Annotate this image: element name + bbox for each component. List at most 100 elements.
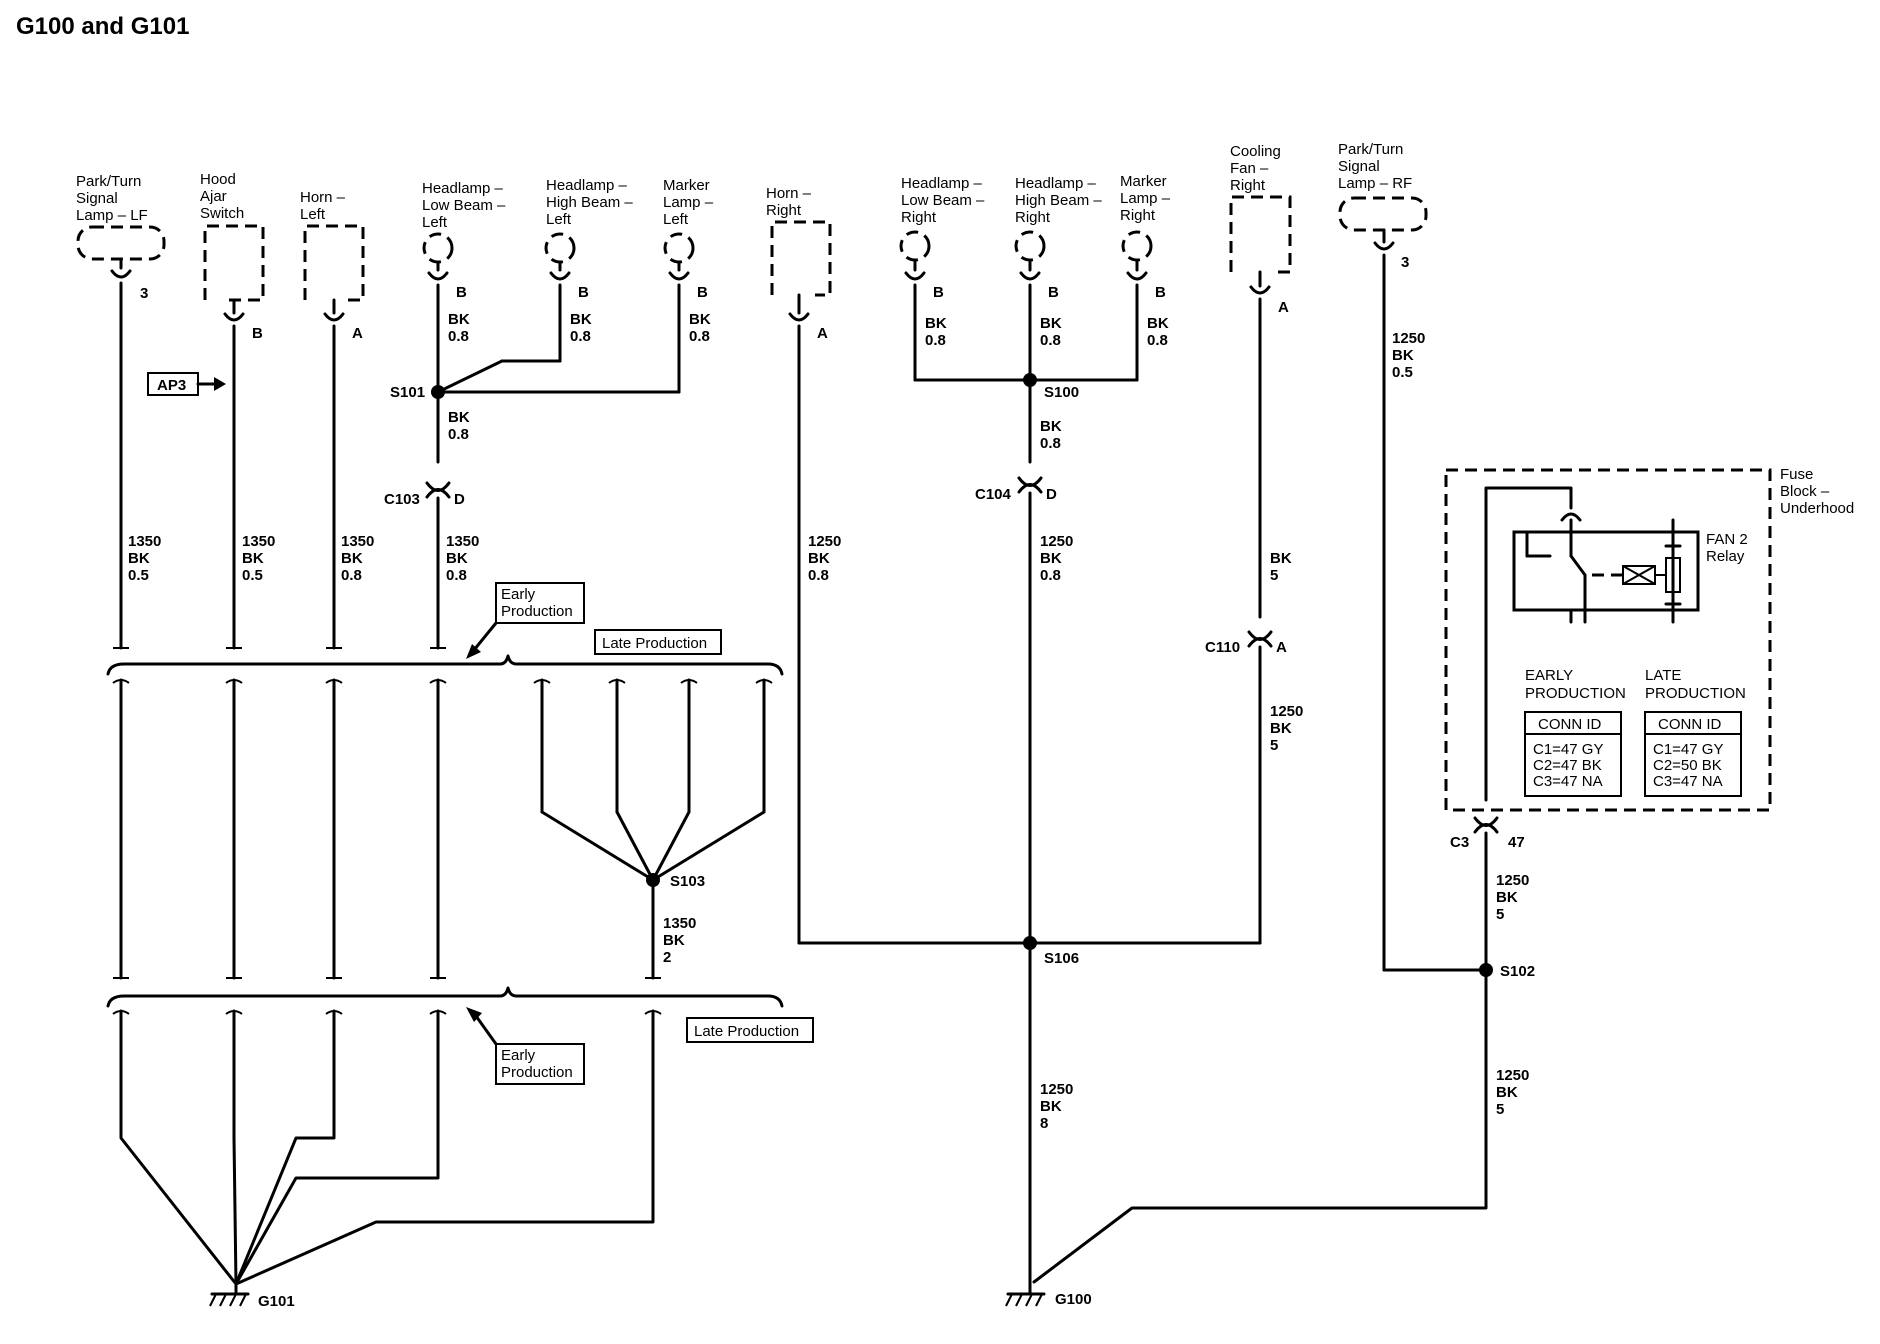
svg-text:Left: Left [300, 206, 326, 223]
pin-label: 3 [1401, 254, 1409, 271]
svg-text:Early: Early [501, 1047, 536, 1064]
svg-text:Signal: Signal [1338, 158, 1380, 175]
marker-lamp-left: Marker Lamp – Left B [663, 177, 714, 301]
svg-text:Cooling: Cooling [1230, 143, 1281, 160]
svg-text:0.8: 0.8 [341, 567, 362, 584]
svg-text:0.8: 0.8 [448, 426, 469, 443]
headlamp-low-beam-left: Headlamp – Low Beam – Left B [422, 180, 506, 301]
svg-text:Left: Left [663, 211, 689, 228]
pin-label: 47 [1508, 834, 1525, 851]
pin-label: B [456, 284, 467, 301]
pin-label: A [352, 325, 363, 342]
pin-label: A [1278, 299, 1289, 316]
svg-text:PRODUCTION: PRODUCTION [1645, 685, 1746, 702]
svg-text:Left: Left [422, 214, 448, 231]
svg-text:BK: BK [1040, 550, 1062, 567]
svg-text:0.8: 0.8 [925, 332, 946, 349]
svg-text:5: 5 [1270, 567, 1278, 584]
svg-text:1250: 1250 [808, 533, 841, 550]
connector-c103: C103 [384, 491, 420, 508]
svg-text:0.8: 0.8 [1040, 567, 1061, 584]
svg-text:0.8: 0.8 [1040, 435, 1061, 452]
svg-text:Production: Production [501, 603, 573, 620]
connector-c3: C3 [1450, 834, 1469, 851]
fan2-relay: FAN 2 Relay [1484, 486, 1748, 802]
cooling-fan-right: Cooling Fan – Right A BK 5 C110 A 1250 B… [1205, 143, 1303, 945]
pin-label: B [1155, 284, 1166, 301]
svg-text:Late Production: Late Production [602, 635, 707, 652]
svg-text:BK: BK [448, 311, 470, 328]
svg-text:BK: BK [128, 550, 150, 567]
svg-text:Relay: Relay [1706, 548, 1745, 565]
horn-right: Horn – Right A 1250 BK 0.8 [766, 185, 841, 945]
headlamp-low-beam-right: Headlamp – Low Beam – Right B BK 0.8 [899, 175, 985, 382]
svg-text:1250: 1250 [1496, 1067, 1529, 1084]
park-turn-lamp-lf: Park/Turn Signal Lamp – LF 3 [76, 173, 166, 302]
fuse-block-underhood: Fuse Block – Underhood FAN 2 Relay [1444, 466, 1854, 812]
svg-text:BK: BK [1040, 1098, 1062, 1115]
ground-g101: G101 [258, 1293, 295, 1310]
svg-text:C2=47 BK: C2=47 BK [1533, 757, 1602, 774]
svg-text:Production: Production [501, 1064, 573, 1081]
svg-text:1250: 1250 [1392, 330, 1425, 347]
svg-text:Right: Right [1120, 207, 1156, 224]
splice-s103: S103 [670, 873, 705, 890]
svg-text:CONN ID: CONN ID [1658, 716, 1722, 733]
svg-text:BK: BK [1496, 889, 1518, 906]
pin-label: A [1276, 639, 1287, 656]
svg-text:Fuse: Fuse [1780, 466, 1813, 483]
svg-text:0.5: 0.5 [242, 567, 263, 584]
svg-text:BK: BK [808, 550, 830, 567]
svg-text:Low Beam –: Low Beam – [422, 197, 506, 214]
svg-text:0.8: 0.8 [689, 328, 710, 345]
hood-ajar-switch: Hood Ajar Switch B [200, 171, 265, 342]
splice-s106: S106 [1044, 950, 1079, 967]
svg-text:Block –: Block – [1780, 483, 1830, 500]
svg-text:1350: 1350 [242, 533, 275, 550]
svg-text:Early: Early [501, 586, 536, 603]
svg-text:Lamp – LF: Lamp – LF [76, 207, 148, 224]
svg-text:Horn –: Horn – [300, 189, 346, 206]
svg-text:CONN ID: CONN ID [1538, 716, 1602, 733]
svg-text:Late Production: Late Production [694, 1023, 799, 1040]
svg-text:BK: BK [689, 311, 711, 328]
pin-label: B [1048, 284, 1059, 301]
svg-text:Low Beam –: Low Beam – [901, 192, 985, 209]
svg-text:0.8: 0.8 [570, 328, 591, 345]
svg-text:Headlamp –: Headlamp – [422, 180, 504, 197]
page-title: G100 and G101 [16, 13, 189, 40]
svg-text:Switch: Switch [200, 205, 244, 222]
ground-g100: G100 [1055, 1291, 1092, 1308]
splice-dot [431, 385, 445, 399]
svg-text:BK: BK [448, 409, 470, 426]
svg-text:C1=47 GY: C1=47 GY [1533, 741, 1603, 758]
left-wires: S101 C103 D [119, 281, 681, 650]
svg-text:BK: BK [1270, 550, 1292, 567]
svg-text:C1=47 GY: C1=47 GY [1653, 741, 1723, 758]
pin-label: 3 [140, 285, 148, 302]
svg-text:0.5: 0.5 [1392, 364, 1413, 381]
svg-text:1250: 1250 [1270, 703, 1303, 720]
splice-s100: S100 [1044, 384, 1079, 401]
svg-text:AP3: AP3 [157, 377, 186, 394]
ap3-reference: AP3 [147, 372, 226, 396]
svg-text:High Beam –: High Beam – [1015, 192, 1102, 209]
svg-text:BK: BK [1270, 720, 1292, 737]
svg-text:0.8: 0.8 [1040, 332, 1061, 349]
pin-label: D [454, 491, 465, 508]
svg-text:0.8: 0.8 [446, 567, 467, 584]
svg-text:1250: 1250 [1496, 872, 1529, 889]
svg-text:Lamp – RF: Lamp – RF [1338, 175, 1412, 192]
svg-text:1250: 1250 [1040, 533, 1073, 550]
pin-label: A [817, 325, 828, 342]
svg-text:EARLY: EARLY [1525, 667, 1573, 684]
svg-text:1350: 1350 [446, 533, 479, 550]
svg-text:1350: 1350 [663, 915, 696, 932]
svg-text:0.8: 0.8 [448, 328, 469, 345]
svg-text:Hood: Hood [200, 171, 236, 188]
svg-text:1350: 1350 [128, 533, 161, 550]
svg-text:Marker: Marker [663, 177, 710, 194]
svg-text:C3=47 NA: C3=47 NA [1653, 773, 1723, 790]
svg-text:BK: BK [925, 315, 947, 332]
splice-s101: S101 [390, 384, 425, 401]
